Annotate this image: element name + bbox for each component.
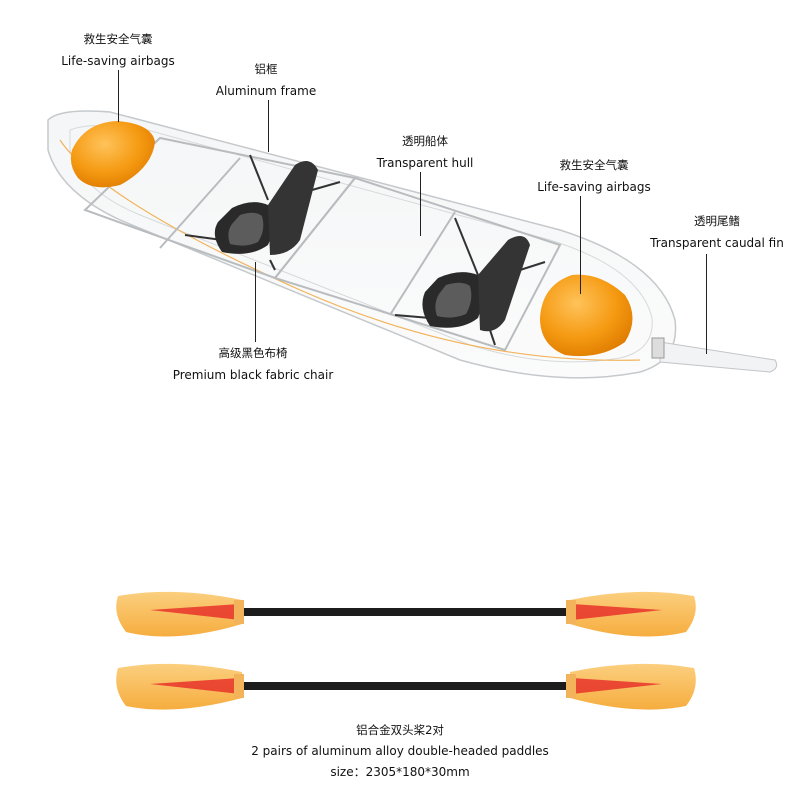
paddles-caption-zh: 铝合金双头桨2对 [356,723,444,737]
paddle-2-stripe-left [150,678,240,694]
caudal-fin [659,341,778,373]
paddle-2-collar-right [566,674,576,698]
leader-airbag-left [118,70,119,122]
leader-fin [706,254,707,354]
callout-frame-en: Aluminum frame [215,84,317,98]
callout-airbag-right-zh: 救生安全气囊 [559,158,629,172]
paddle-1 [116,591,696,637]
paddle-1-stripe-right [572,604,662,620]
callout-hull-zh: 透明船体 [402,134,448,148]
callout-frame: 铝框 Aluminum frame [208,58,324,102]
paddle-2-stripe-right [572,678,662,694]
callout-hull: 透明船体 Transparent hull [365,130,485,174]
callout-hull-en: Transparent hull [376,156,474,170]
callout-airbag-left-en: Life-saving airbags [61,54,175,68]
paddle-1-collar-left [234,600,244,624]
airbag-rear [540,274,633,357]
paddle-1-blade-left [116,591,242,637]
callout-airbag-left-zh: 救生安全气囊 [83,32,153,46]
paddle-1-collar-right [566,600,576,624]
callout-fin: 透明尾鳍 Transparent caudal fin [642,210,792,254]
callout-airbag-right: 救生安全气囊 Life-saving airbags [526,154,662,198]
callout-chair-en: Premium black fabric chair [172,368,334,382]
seat-front [214,161,318,255]
callout-chair-zh: 高级黑色布椅 [218,346,288,360]
callout-frame-zh: 铝框 [254,62,278,76]
leader-hull [420,172,421,236]
callout-airbag-right-en: Life-saving airbags [537,180,651,194]
leader-chair [255,262,256,342]
paddle-2-shaft [238,682,570,690]
kayak-illustration [47,110,778,379]
paddle-1-shaft [238,608,570,616]
callout-airbag-left: 救生安全气囊 Life-saving airbags [52,28,184,72]
callout-chair: 高级黑色布椅 Premium black fabric chair [168,342,338,386]
callout-fin-en: Transparent caudal fin [650,236,784,250]
leader-frame [268,100,269,152]
paddles-caption-en: 2 pairs of aluminum alloy double-headed … [251,744,549,758]
paddles-caption: 铝合金双头桨2对 2 pairs of aluminum alloy doubl… [200,720,600,783]
paddle-1-blade-right [570,591,696,637]
fin-mount [651,337,665,359]
airbag-front [70,121,155,188]
paddle-2-collar-left [234,674,244,698]
callout-fin-zh: 透明尾鳍 [694,214,740,228]
hull-outline [47,110,677,379]
paddles-caption-size: size：2305*180*30mm [330,765,470,779]
paddle-1-stripe-left [150,604,240,620]
seat-rear [422,236,530,332]
paddle-2 [116,663,696,710]
leader-airbag-right [580,196,581,294]
